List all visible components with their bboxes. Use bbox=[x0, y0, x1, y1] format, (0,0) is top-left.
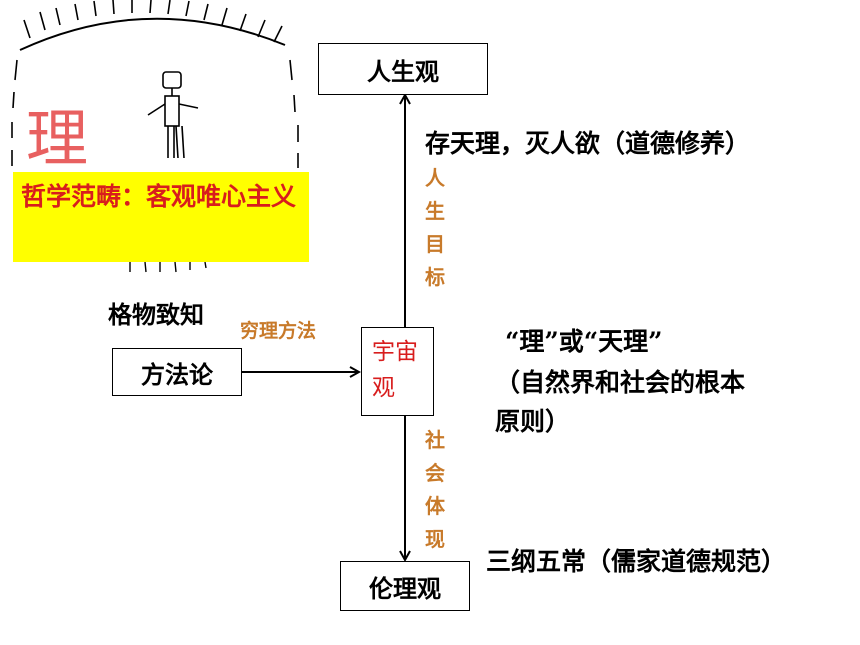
middle-right-line1: “理”或“天理” bbox=[505, 327, 663, 356]
left-top-label: 格物致知 bbox=[108, 300, 204, 329]
cosmology-box: 宇宙观 bbox=[361, 327, 434, 416]
philosophy-category-note: 哲学范畴：客观唯心主义 bbox=[13, 172, 309, 262]
arrow-label-social-embodiment: 社会体现 bbox=[425, 428, 445, 551]
outlook-on-life-box: 人生观 bbox=[318, 43, 488, 95]
bottom-right-label: 三纲五常（儒家道德规范） bbox=[486, 547, 787, 576]
top-right-label: 存天理，灭人欲（道德修养） bbox=[425, 129, 751, 158]
arrow-label-life-goal: 人生目标 bbox=[425, 166, 445, 289]
middle-right-line2: （自然界和社会的根本 bbox=[495, 368, 746, 397]
sketch-character: 理 bbox=[26, 102, 89, 175]
ethics-box: 伦理观 bbox=[340, 561, 470, 611]
middle-right-line3: 原则） bbox=[495, 407, 571, 436]
methodology-box: 方法论 bbox=[112, 348, 242, 396]
arrow-label-method: 穷理方法 bbox=[240, 320, 317, 342]
